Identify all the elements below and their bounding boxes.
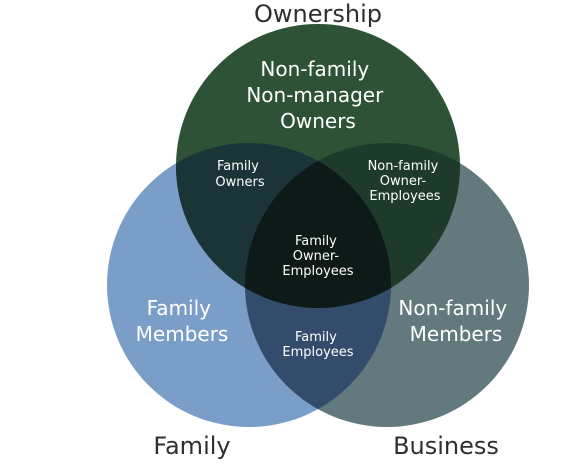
region-family-members: Family Members [136,296,229,346]
family-set-label: Family [153,432,230,460]
region-family-employees: Family Employees [282,330,353,360]
region-nonfamily-members: Non-family Members [398,296,513,346]
center-overlap [245,143,391,308]
region-nonfamily-owner-employees: Non-family Owner- Employees [368,159,443,204]
ownership-set-label: Ownership [254,0,382,28]
region-family-owner-employees: Family Owner- Employees [282,234,353,279]
business-set-label: Business [393,432,499,460]
region-family-owners: Family Owners [215,159,264,190]
region-nonfamily-nonmanager-owners: Non-family Non-manager Owners [246,57,389,133]
